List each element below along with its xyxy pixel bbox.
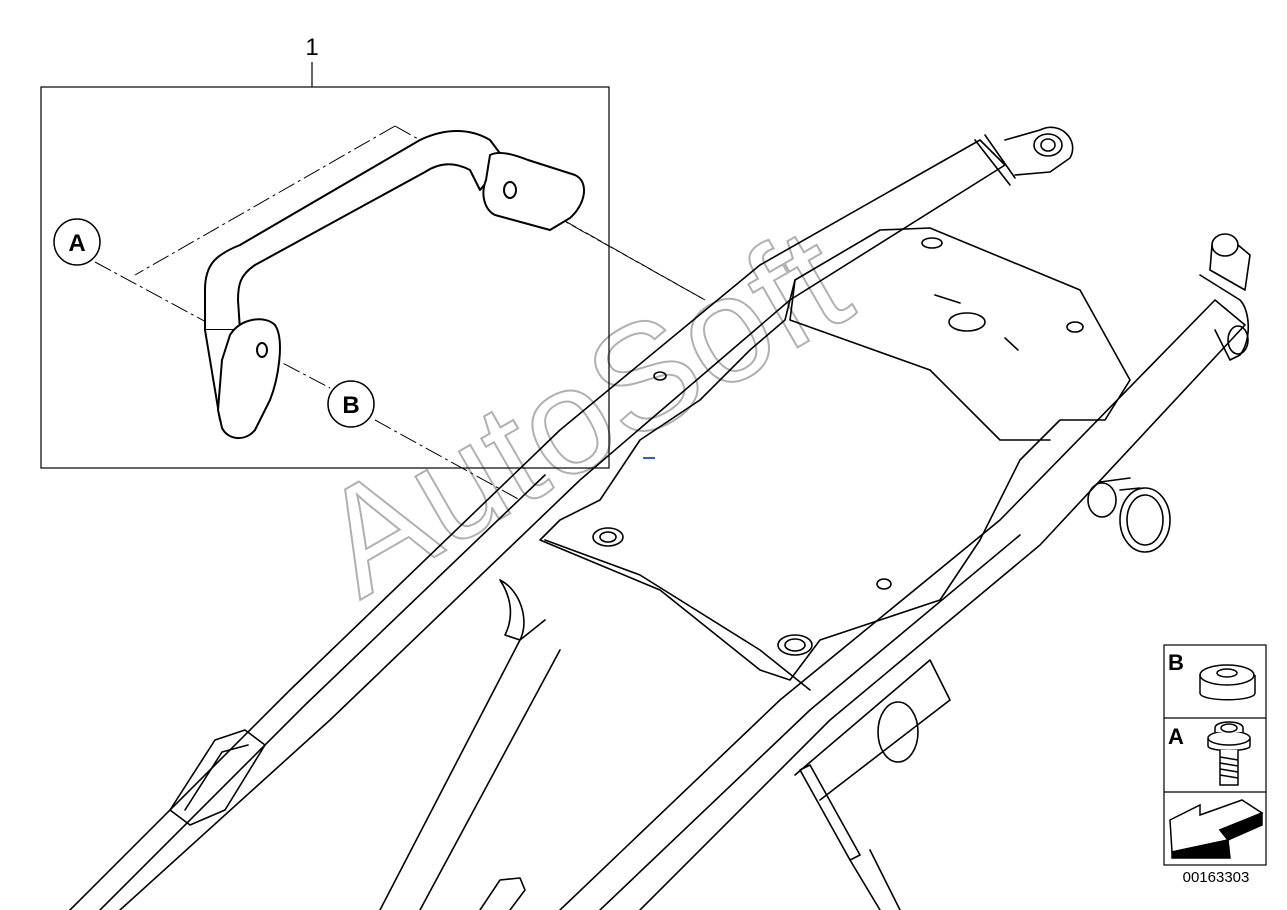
grab-handle-drawing — [204, 130, 585, 439]
svg-text:A: A — [68, 230, 85, 257]
rubber-spacer-icon — [1199, 664, 1256, 701]
part-number-label: 1 — [305, 34, 318, 61]
rear-frame-drawing — [69, 126, 1251, 910]
part-1-detail-box: 1 A B — [40, 34, 610, 469]
screw-icon — [1207, 721, 1251, 786]
arrow-icon — [1169, 799, 1264, 859]
diagram-code: 00163303 — [1182, 869, 1250, 886]
parts-legend: B A — [1163, 644, 1267, 866]
legend-label-a: A — [1168, 724, 1184, 749]
legend-label-b: B — [1168, 650, 1184, 675]
callout-b: B — [327, 380, 375, 428]
callout-a: A — [53, 218, 101, 266]
svg-text:B: B — [342, 392, 359, 419]
